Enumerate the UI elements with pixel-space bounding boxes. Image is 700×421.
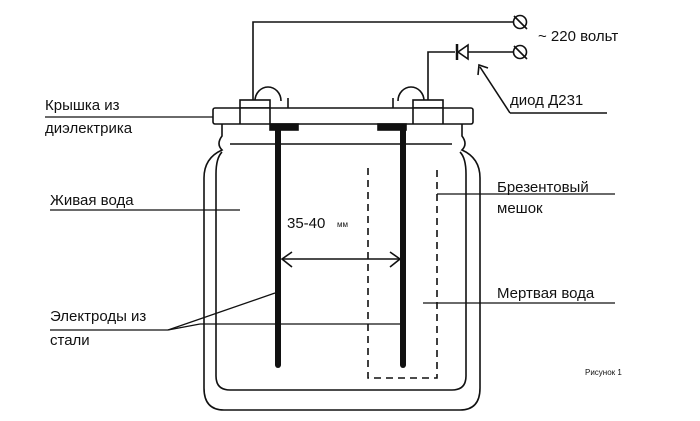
diode-pointer <box>477 63 607 114</box>
bag-label-line1: Брезентовый <box>497 179 589 196</box>
bag-label-line2: мешок <box>497 200 543 217</box>
terminal-icons <box>512 14 528 60</box>
lid <box>212 86 474 131</box>
dead-water-label: Мертвая вода <box>497 285 595 302</box>
live-water-label: Живая вода <box>50 192 134 209</box>
electrodes <box>275 125 406 368</box>
jar <box>203 124 481 411</box>
distance-unit: мм <box>337 220 348 229</box>
diode-icon <box>455 43 469 61</box>
figure-caption: Рисунок 1 <box>585 368 622 377</box>
voltage-label: ~ 220 вольт <box>538 28 619 45</box>
diode-label: диод Д231 <box>510 92 584 109</box>
electrodes-label-line2: стали <box>50 332 90 349</box>
wires <box>252 21 513 101</box>
lid-label-line1: Крышка из <box>45 97 120 114</box>
electrodes-label-line1: Электроды из <box>50 308 147 325</box>
lid-label-line2: диэлектрика <box>45 120 133 137</box>
distance-label: 35-40 <box>287 215 326 232</box>
leader-lines <box>45 116 615 331</box>
canvas-bag <box>367 168 438 379</box>
distance-arrow <box>280 251 402 268</box>
